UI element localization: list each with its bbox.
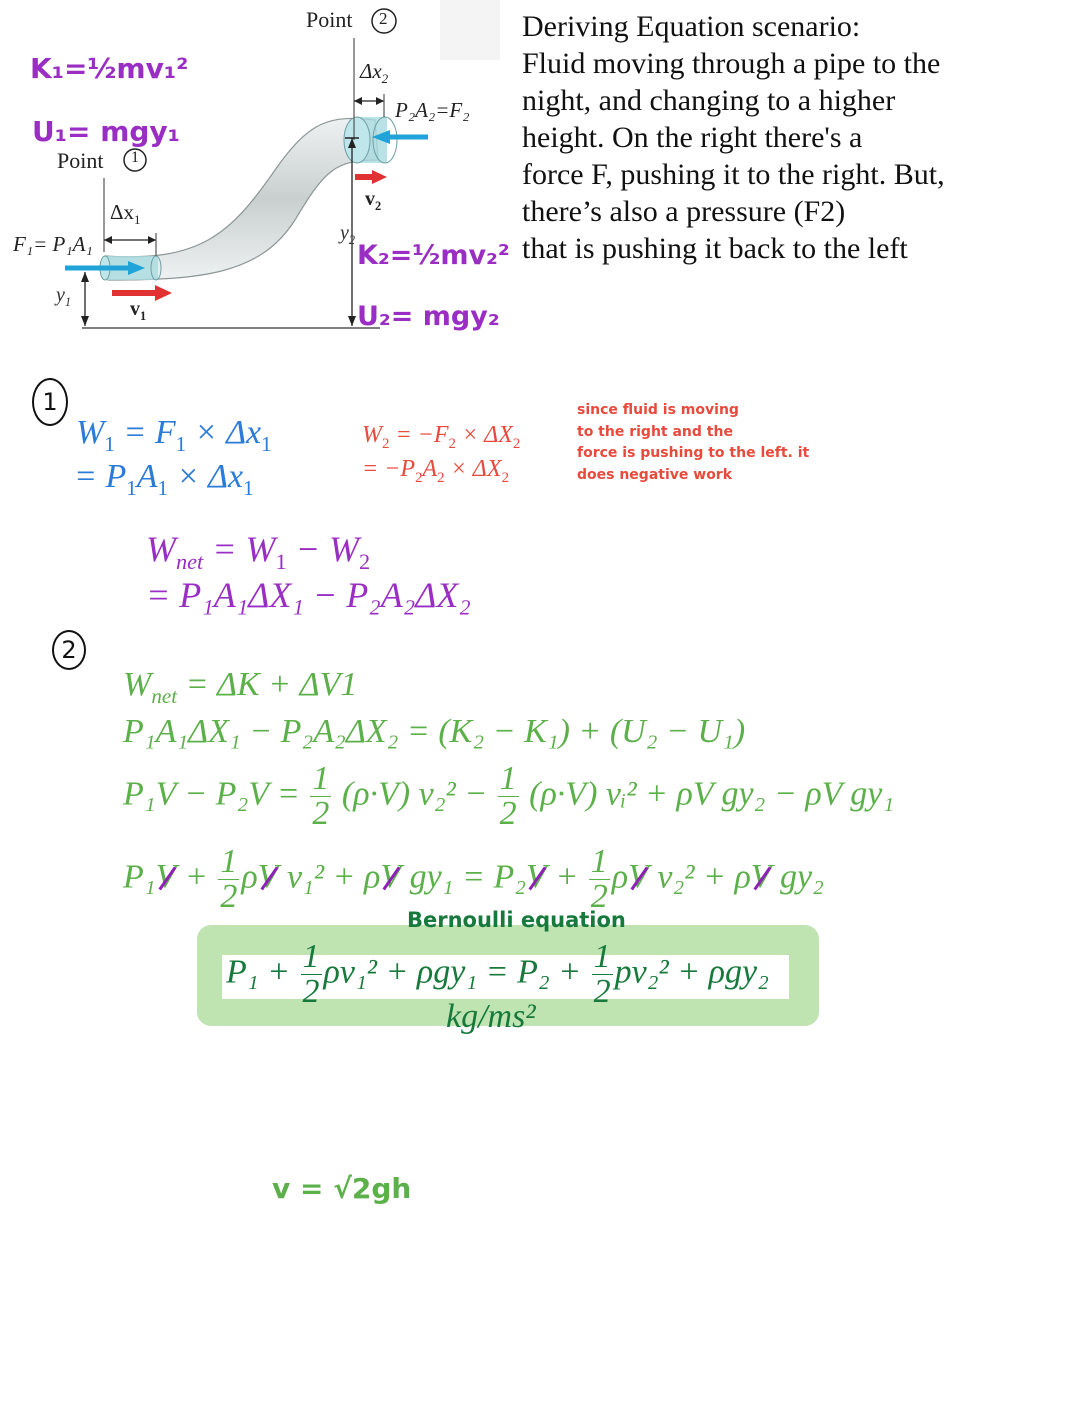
v1-label: v1 xyxy=(130,298,147,323)
description-line: force F, pushing it to the right. But, xyxy=(522,158,945,191)
y2-label: y2 xyxy=(340,222,356,247)
p2a2-f2-label: P₂A₂=F₂ xyxy=(395,98,470,122)
section-2-marker: 2 xyxy=(52,630,86,670)
work-energy-equation: Wnet = ΔK + ΔV1 xyxy=(123,666,358,708)
description-line: Fluid moving through a pipe to the xyxy=(522,47,941,80)
description-line: height. On the right there's a xyxy=(522,121,863,154)
negative-work-note: since fluid is moving to the right and t… xyxy=(577,400,809,486)
w1-equation-line2: = P1A1 × Δx1 xyxy=(74,458,254,500)
bernoulli-units: kg/ms² xyxy=(446,998,536,1035)
y1-label: y1 xyxy=(56,284,72,309)
note-line: since fluid is moving xyxy=(577,402,739,418)
cancelled-v: V xyxy=(155,858,177,896)
section-1-marker: 1 xyxy=(32,378,68,426)
u1-annotation: U₁= mgy₁ xyxy=(32,115,180,148)
u2-annotation: U₂= mgy₂ xyxy=(357,301,500,332)
cancelled-v: V xyxy=(628,858,649,896)
w1-equation-line1: W1 = F1 × Δx1 xyxy=(76,414,272,456)
point1-number: 1 xyxy=(131,149,139,166)
bernoulli-equation-background xyxy=(222,955,789,999)
w2-equation-line1: W2 = −F2 × ΔX2 xyxy=(362,422,521,452)
dx2-label: Δx2 xyxy=(360,59,389,87)
wnet-equation-line1: Wnet = W1 − W2 xyxy=(146,529,371,575)
bernoulli-title: Bernoulli equation xyxy=(407,908,626,932)
f1-p1a1-label: F₁= P₁A₁ xyxy=(13,232,93,256)
description-line: Deriving Equation scenario: xyxy=(522,10,861,43)
k2-annotation: K₂=½mv₂² xyxy=(357,240,510,271)
point2-number: 2 xyxy=(379,9,388,28)
v2-label: v2 xyxy=(365,188,382,213)
note-line: does negative work xyxy=(577,466,733,483)
cancelled-v: V xyxy=(526,858,547,896)
work-energy-expanded: P₁A₁ΔX₁ − P₂A₂ΔX₂ = (K₂ − K₁) + (U₂ − U₁… xyxy=(123,713,746,750)
point1-circle-icon xyxy=(123,148,147,172)
dx1-label: Δx1 xyxy=(110,200,141,228)
description-line: there’s also a pressure (F2) xyxy=(522,195,846,228)
point1-label: Point xyxy=(57,148,104,173)
wnet-equation-line2: = P₁A₁ΔX₁ − P₂A₂ΔX₂ xyxy=(146,575,471,615)
description-line: that is pushing it back to the left xyxy=(522,232,908,265)
scenario-description: Deriving Equation scenario: Fluid moving… xyxy=(522,8,1062,267)
note-line: to the right and the xyxy=(577,423,733,440)
cancelled-v: V xyxy=(750,858,772,896)
note-line: force is pushing to the left. it xyxy=(577,445,810,461)
cancelled-v: V xyxy=(380,858,402,896)
w2-equation-line2: = −P2A2 × ΔX2 xyxy=(362,456,509,486)
point2-label: Point xyxy=(306,7,353,32)
cancelled-v: V xyxy=(257,858,279,896)
torricelli-note: v = √2gh xyxy=(272,1172,412,1205)
point2-circle-icon xyxy=(371,8,397,34)
k1-annotation: K₁=½mv₁² xyxy=(30,52,189,85)
pipe-diagram: Point 2 Point 1 Δx1 Δx2 F₁= P₁A₁ P₂A₂=F₂… xyxy=(0,0,510,345)
description-line: night, and changing to a higher xyxy=(522,84,896,117)
pipe-illustration xyxy=(65,0,500,329)
